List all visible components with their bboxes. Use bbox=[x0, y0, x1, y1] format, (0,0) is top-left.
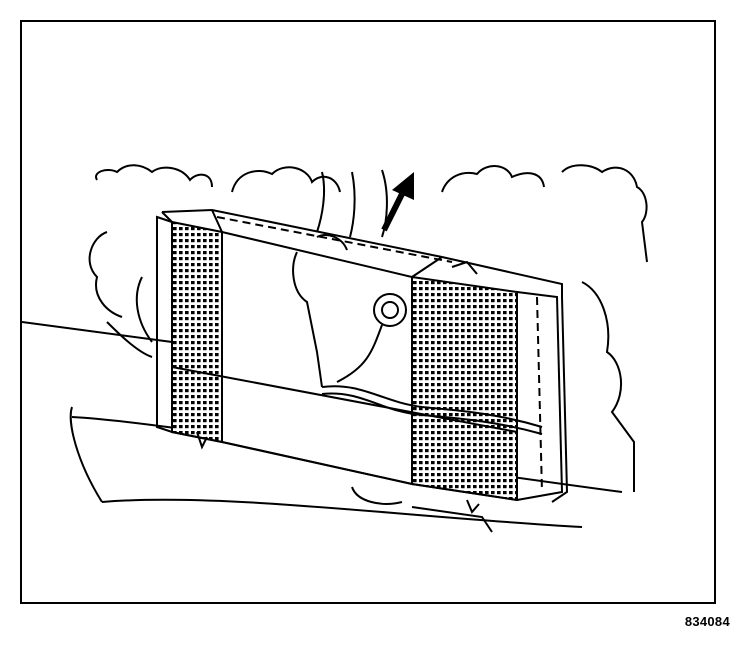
up-right-arrow-icon bbox=[381, 172, 414, 232]
radiator-core bbox=[171, 220, 518, 502]
radiator-frame bbox=[156, 208, 569, 503]
radiator-removal-illustration bbox=[22, 164, 648, 533]
hoses bbox=[106, 234, 543, 514]
figure-id: 834084 bbox=[684, 614, 730, 629]
figure-frame bbox=[20, 20, 716, 604]
radiator-cap bbox=[336, 293, 407, 383]
